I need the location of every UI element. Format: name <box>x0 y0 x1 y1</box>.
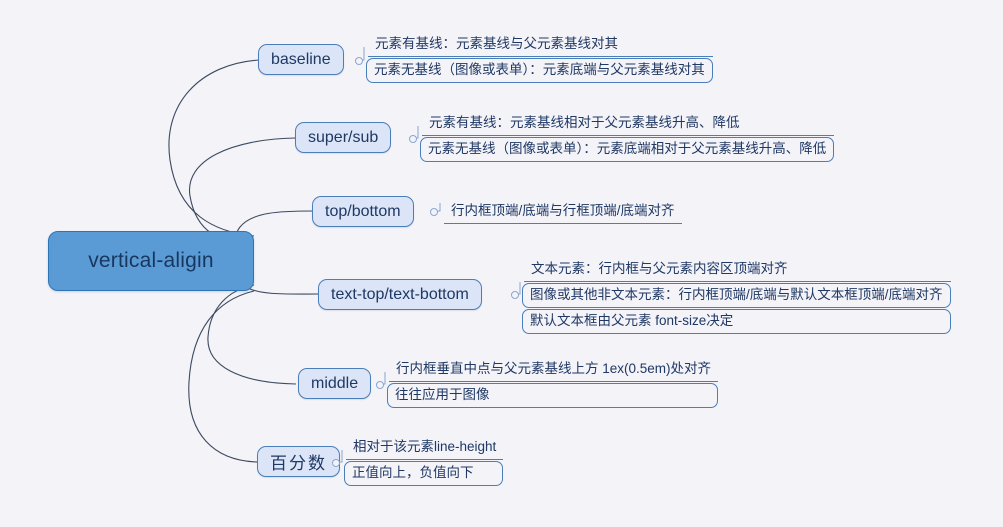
branch-label-top-bottom: top/bottom <box>325 202 401 220</box>
leaf-group-middle: 行内框垂直中点与父元素基线上方 1ex(0.5em)处对齐 往往应用于图像 <box>387 358 719 409</box>
branch-label-middle: middle <box>311 374 359 392</box>
leaf-item[interactable]: 文本元素：行内框与父元素内容区顶端对齐 <box>524 258 951 282</box>
leaf-item[interactable]: 相对于该元素line-height <box>346 436 504 460</box>
edge-root-to-super-sub <box>189 137 297 244</box>
branch-node-baseline[interactable]: baseline <box>258 44 344 75</box>
branch-node-middle[interactable]: middle <box>298 368 372 399</box>
leaf-group-baseline: 元素有基线：元素基线与父元素基线对其 元素无基线（图像或表单）：元素底端与父元素… <box>366 33 713 84</box>
root-node-label: vertical-aligin <box>88 249 214 272</box>
branch-label-baseline: baseline <box>271 50 331 68</box>
leaf-item[interactable]: 默认文本框由父元素 font-size决定 <box>522 309 951 334</box>
branch-label-text-top-text-bottom: text-top/text-bottom <box>331 285 469 303</box>
branch-node-percentage[interactable]: 百分数 <box>257 446 340 477</box>
leaf-group-super-sub: 元素有基线：元素基线相对于父元素基线升高、降低 元素无基线（图像或表单）：元素底… <box>420 112 835 163</box>
branch-label-percentage: 百分数 <box>270 454 327 473</box>
connector-dot-super-sub <box>409 135 417 143</box>
connector-dot-text-top-text-bottom <box>511 291 519 299</box>
leaf-group-percentage: 相对于该元素line-height 正值向上，负值向下 <box>344 436 504 487</box>
branch-node-super-sub[interactable]: super/sub <box>295 122 392 153</box>
root-node[interactable]: vertical-aligin <box>48 231 254 291</box>
leaf-item[interactable]: 元素有基线：元素基线与父元素基线对其 <box>368 33 713 57</box>
leaf-item[interactable]: 元素无基线（图像或表单）：元素底端与父元素基线对其 <box>366 58 713 83</box>
leaf-group-text-top-text-bottom: 文本元素：行内框与父元素内容区顶端对齐 图像或其他非文本元素：行内框顶端/底端与… <box>522 258 951 335</box>
leaf-group-top-bottom: 行内框顶端/底端与行框顶端/底端对齐 <box>442 200 682 225</box>
leaf-item[interactable]: 行内框顶端/底端与行框顶端/底端对齐 <box>444 200 682 224</box>
branch-node-top-bottom[interactable]: top/bottom <box>312 196 414 227</box>
leaf-item[interactable]: 图像或其他非文本元素：行内框顶端/底端与默认文本框顶端/底端对齐 <box>522 283 951 308</box>
branch-label-super-sub: super/sub <box>308 128 379 146</box>
leaf-item[interactable]: 元素无基线（图像或表单）：元素底端相对于父元素基线升高、降低 <box>420 137 835 162</box>
edge-root-to-baseline <box>168 59 260 237</box>
leaf-item[interactable]: 元素有基线：元素基线相对于父元素基线升高、降低 <box>422 112 835 136</box>
connector-dot-middle <box>376 381 384 389</box>
connector-dot-top-bottom <box>430 208 438 216</box>
leaf-item[interactable]: 行内框垂直中点与父元素基线上方 1ex(0.5em)处对齐 <box>389 358 719 382</box>
leaf-item[interactable]: 正值向上，负值向下 <box>344 461 504 486</box>
connector-dot-percentage <box>332 459 340 467</box>
branch-node-text-top-text-bottom[interactable]: text-top/text-bottom <box>318 279 482 310</box>
leaf-item[interactable]: 往往应用于图像 <box>387 383 719 408</box>
edge-root-to-middle <box>207 284 297 385</box>
connector-dot-baseline <box>355 57 363 65</box>
edge-root-to-percentage <box>188 290 259 463</box>
edge-root-to-text-top-text-bottom <box>242 272 320 295</box>
